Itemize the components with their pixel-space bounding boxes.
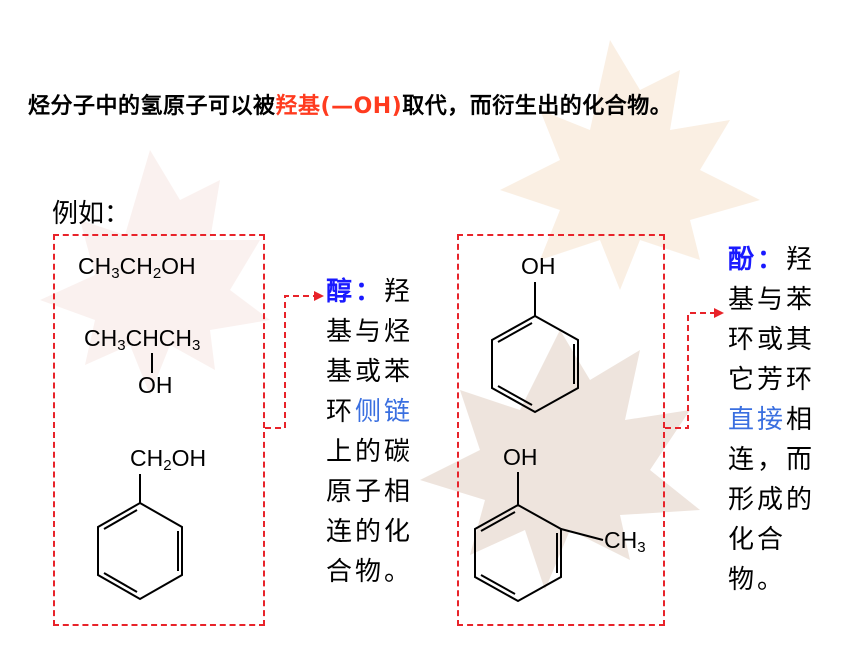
phenol-desc-after: 相连，而形成的化合物。 xyxy=(728,405,816,595)
alcohol-description: 醇：羟基与烃基或苯环侧链上的碳原子相连的化合物。 xyxy=(326,272,436,592)
definition-headline: 烃分子中的氢原子可以被羟基(—OH)取代，而衍生出的化合物。 xyxy=(28,88,848,120)
benzyl-alcohol-formula: CH2OH xyxy=(130,445,207,474)
phenol-structures-box xyxy=(457,234,665,626)
phenol-description: 酚：羟基与苯环或其它芳环直接相连，而形成的化合物。 xyxy=(728,240,838,600)
maple-leaf-top-right xyxy=(500,40,760,290)
alcohol-desc-after: 上的碳原子相连的化合物。 xyxy=(326,437,414,587)
cresol-oh: OH xyxy=(503,444,538,470)
ethanol-formula: CH3CH2OH xyxy=(78,253,196,282)
maple-leaf-left xyxy=(40,150,270,395)
isopropanol-formula: CH3CHCH3 xyxy=(84,325,201,354)
phenol-desc-emphasis: 直接 xyxy=(728,405,787,435)
alcohol-structures-box xyxy=(53,234,265,626)
cresol-methyl: CH3 xyxy=(604,527,646,556)
example-label: 例如： xyxy=(52,199,131,229)
alcohol-desc-before: 羟基与烃基或苯环 xyxy=(326,277,414,427)
phenol-desc-before: 羟基与苯环或其它芳环 xyxy=(728,245,816,395)
alcohol-desc-emphasis: 侧链 xyxy=(355,397,414,427)
isopropanol-oh: OH xyxy=(138,372,173,398)
alcohol-term: 醇： xyxy=(326,277,385,307)
headline-suffix: 取代，而衍生出的化合物。 xyxy=(402,94,673,119)
headline-hydroxyl: 羟基(—OH) xyxy=(275,94,403,119)
headline-prefix: 烃分子中的氢原子可以被 xyxy=(28,94,276,119)
phenol-term: 酚： xyxy=(728,245,787,275)
phenol-oh: OH xyxy=(521,253,556,279)
